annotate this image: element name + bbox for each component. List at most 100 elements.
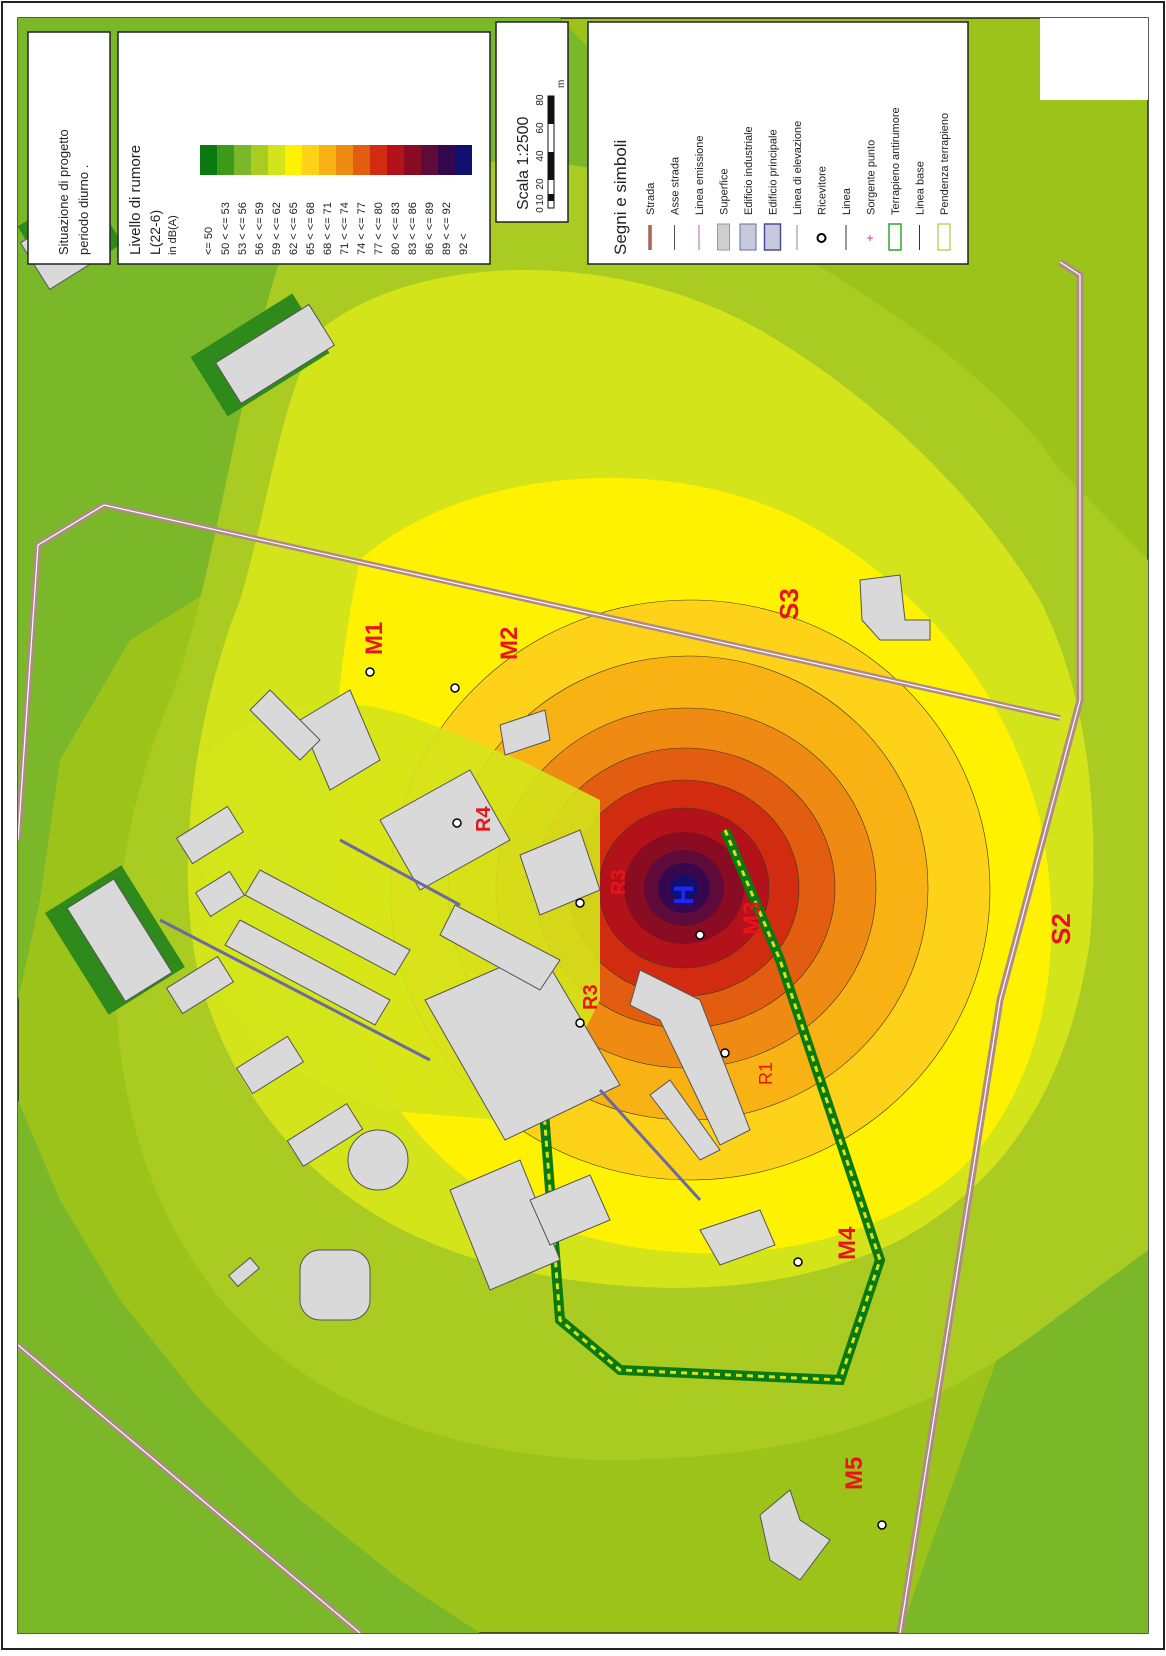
scale-tick-3: 40 xyxy=(535,150,546,162)
building-near-helipad xyxy=(519,829,601,916)
symbol-linea-elevazione: Linea di elevazione xyxy=(792,121,804,250)
building-north-wing-2 xyxy=(249,689,321,761)
symbol-label-superfice: Superfice xyxy=(719,169,731,215)
noise-class-swatch-8 xyxy=(336,145,353,175)
noise-class-swatch-1 xyxy=(217,145,234,175)
edificio-principale-icon xyxy=(763,223,782,251)
building-southeast xyxy=(699,1209,776,1266)
symbol-linea: Linea xyxy=(841,187,853,250)
label-m4: M4 xyxy=(834,1226,861,1260)
noise-class-swatch-10 xyxy=(370,145,387,175)
building-nw-4 xyxy=(175,805,245,865)
zone-over-92 xyxy=(670,875,698,901)
pendenza-terrapieno-icon xyxy=(937,223,951,251)
label-m2: M2 xyxy=(496,627,523,660)
building-w-1 xyxy=(235,1035,305,1095)
symbol-edificio-principale: Edificio principale xyxy=(763,129,782,251)
label-r1: R1 xyxy=(756,1062,776,1085)
building-wing-1 xyxy=(439,904,561,991)
superfice-icon xyxy=(717,223,730,251)
symbol-linea-base: Linea base xyxy=(915,161,927,250)
label-m5: M5 xyxy=(841,1457,868,1490)
receiver-r1 xyxy=(720,1048,730,1058)
noise-class-label-6: 65 < <= 68 xyxy=(305,202,317,255)
noise-class-label-9: 74 < <= 77 xyxy=(356,202,368,255)
symbol-label-edificio-principale: Edificio principale xyxy=(768,129,780,215)
symbol-label-linea: Linea xyxy=(841,187,853,215)
scale-tick-5: 80 xyxy=(535,94,546,106)
building-south-2 xyxy=(529,1174,611,1246)
noise-class-label-11: 80 < <= 83 xyxy=(390,202,402,255)
building-north-1 xyxy=(214,303,336,405)
noise-class-label-4: 59 < <= 62 xyxy=(271,202,283,255)
symbol-label-pendenza-terrapieno: Pendenza terrapieno xyxy=(939,113,951,215)
roads xyxy=(18,259,1084,1633)
ricevitore-icon xyxy=(816,233,827,243)
building-sw-dome xyxy=(299,1249,371,1321)
noise-class-swatch-4 xyxy=(268,145,285,175)
symbol-superfice: Superfice xyxy=(717,169,731,251)
building-nw-3 xyxy=(194,870,246,918)
symbol-label-linea-base: Linea base xyxy=(915,161,927,215)
receivers xyxy=(365,667,887,1530)
receiver-r4 xyxy=(452,818,462,828)
noise-class-label-2: 53 < <= 56 xyxy=(237,202,249,255)
building-nw-2 xyxy=(165,955,235,1015)
receiver-m1 xyxy=(365,667,375,677)
noise-class-label-7: 68 < <= 71 xyxy=(322,202,334,255)
symbol-edificio-industriale: Edificio industriale xyxy=(739,126,757,251)
building-nw-1 xyxy=(66,878,173,1003)
symbol-ricevitore: Ricevitore xyxy=(816,166,829,243)
noise-class-label-5: 62 < <= 65 xyxy=(288,202,300,255)
scale-unit: m xyxy=(556,80,567,88)
building-east-wing-2 xyxy=(649,1079,721,1161)
building-small-ne xyxy=(499,709,551,756)
noise-class-label-0: <= 50 xyxy=(203,227,215,255)
map-area xyxy=(18,18,1148,1633)
scale-tick-1: 10 xyxy=(535,194,546,206)
noise-class-swatch-12 xyxy=(404,145,421,175)
noise-class-swatch-15 xyxy=(455,145,472,175)
noise-class-swatch-13 xyxy=(421,145,438,175)
receiver-m2 xyxy=(450,683,460,693)
scale-tick-2: 20 xyxy=(535,178,546,190)
map-labels: M1 M2 M3 M4 M5 S3 S2 R1 R3 R3 R4 H xyxy=(361,588,1076,1490)
noise-class-label-3: 56 < <= 59 xyxy=(254,202,266,255)
terrapieno-antirumore-icon xyxy=(888,223,902,251)
symbol-label-linea-emissione: Linea emissione xyxy=(694,136,706,216)
receiver-r3-south xyxy=(575,1018,585,1028)
symbols-legend-items: Strada Asse strada Linea emissione Superfic… xyxy=(645,107,951,251)
label-s3: S3 xyxy=(774,588,804,620)
noise-class-label-15: 92 < xyxy=(458,233,470,255)
title-box-text: Situazione di progetto periodo diurno . xyxy=(56,129,91,255)
sorgente-punto-icon: + xyxy=(867,231,874,245)
symbol-sorgente-punto: + Sorgente punto xyxy=(866,140,878,245)
zone-53-56-southwest xyxy=(18,1100,480,1633)
noise-legend: Livello di rumore L(22-6) in dB(A) <= 50… xyxy=(127,145,472,255)
scale-tick-4: 60 xyxy=(535,122,546,134)
noise-class-swatch-14 xyxy=(438,145,455,175)
zone-53-56-southeast xyxy=(900,1250,1148,1633)
symbol-linea-emissione: Linea emissione xyxy=(694,136,706,250)
symbol-label-strada: Strada xyxy=(645,182,657,215)
unmodelled-area xyxy=(820,18,1148,100)
noise-class-label-12: 83 < <= 86 xyxy=(407,202,419,255)
title-line-2: periodo diurno . xyxy=(76,165,91,255)
label-r4: R4 xyxy=(473,806,495,832)
symbol-label-sorgente-punto: Sorgente punto xyxy=(866,140,878,215)
symbol-terrapieno-antirumore: Terrapieno antirumore xyxy=(888,107,902,251)
edificio-industriale-icon xyxy=(739,223,757,251)
building-east-house xyxy=(859,574,931,641)
receiver-m5 xyxy=(877,1520,887,1530)
scale-title: Scala 1:2500 xyxy=(515,116,532,210)
title-line-1: Situazione di progetto xyxy=(56,129,71,255)
symbol-label-ricevitore: Ricevitore xyxy=(817,166,829,215)
symbol-asse-strada: Asse strada xyxy=(670,156,682,250)
noise-class-swatch-5 xyxy=(285,145,302,175)
